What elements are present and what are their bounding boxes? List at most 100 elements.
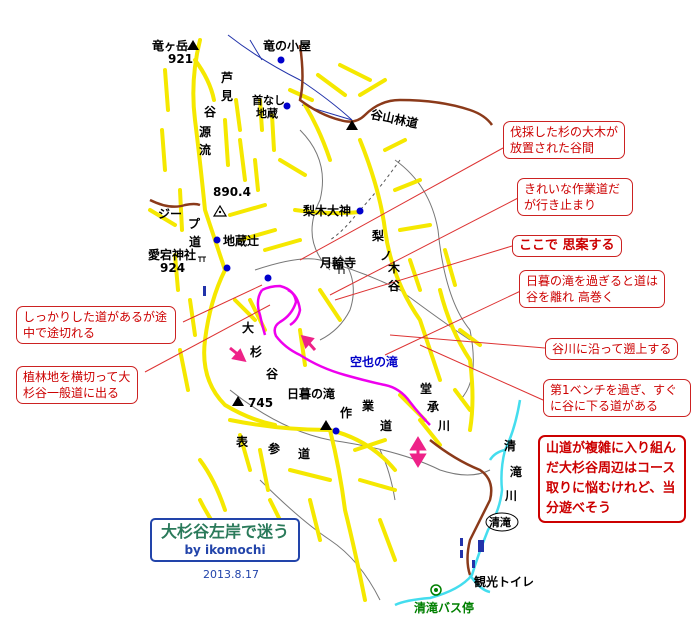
dot-ryunokoya [277, 56, 285, 64]
label-ryunokoya: 竜の小屋 [263, 38, 311, 53]
svg-text:谷: 谷 [388, 278, 401, 293]
dot-route-top [264, 274, 272, 282]
callout-felled-cedar: 伐採した杉の大木が放置された谷間 [503, 121, 625, 159]
callout-dead-end-text: きれいな作業道だが行き止まり [524, 182, 621, 212]
label-omote-sando: 表 参 道 [235, 434, 310, 461]
label-kiyotaki: 清滝 [489, 515, 511, 529]
svg-text:表: 表 [235, 434, 249, 449]
label-taniyama-rindo: 谷山林道 [369, 106, 419, 131]
svg-text:清: 清 [504, 438, 516, 453]
leader-lines [144, 147, 546, 401]
peak-icon-ryugatake [187, 40, 199, 50]
kiyotaki-oval [485, 512, 519, 532]
callout-complex-text: 山道が複雑に入り組んだ大杉谷周辺はコース取りに悩むけれど、当分遊べそう [546, 441, 677, 516]
label-higurashi: 日暮の滝 [287, 386, 335, 401]
callout-leave-valley: 日暮の滝を過ぎると道は 谷を離れ 高巻く [519, 270, 665, 308]
svg-text:承: 承 [427, 400, 439, 414]
callout-thinking-text: ここで 思案する [519, 238, 615, 253]
callout-plantation-text: 植林地を横切って大杉谷一般道に出る [23, 370, 131, 400]
title-main: 大杉谷左岸で迷う [160, 522, 289, 541]
dot-omote [332, 427, 340, 435]
svg-text:木: 木 [387, 260, 401, 275]
svg-text:川: 川 [437, 419, 450, 433]
svg-text:流: 流 [199, 142, 211, 157]
peak-icon-745 [232, 396, 244, 406]
callout-follow-river: 谷川に沿って遡上する [545, 338, 679, 360]
label-atago: 愛宕神社 [148, 247, 196, 262]
hiking-route [261, 284, 431, 426]
bus-stop-icon [430, 584, 442, 596]
title-box: 大杉谷左岸で迷う by ikomochi [150, 518, 300, 562]
callout-thinking: ここで 思案する [512, 235, 622, 257]
svg-text:谷: 谷 [266, 366, 279, 381]
svg-text:滝: 滝 [510, 464, 522, 479]
svg-text:道: 道 [298, 446, 310, 461]
label-ashimidani: 芦 見 谷 源 流 [199, 70, 233, 157]
forest-roads [149, 44, 494, 576]
title-author: by ikomochi [184, 543, 266, 557]
label-jizotsuji: 地蔵辻 [223, 233, 259, 248]
hiking-route-alt [256, 289, 267, 336]
svg-text:川: 川 [504, 489, 517, 503]
svg-text:大: 大 [242, 320, 254, 335]
peak-icon-omote [320, 420, 332, 430]
svg-text:業: 業 [361, 398, 375, 413]
callout-plantation: 植林地を横切って大杉谷一般道に出る [16, 366, 138, 404]
svg-text:プ: プ [188, 216, 201, 231]
dashed-trail [329, 159, 401, 241]
title-date: 2013.8.17 [203, 568, 259, 581]
svg-text:源: 源 [199, 124, 211, 139]
label-peak-890: 890.4 [213, 185, 251, 199]
svg-text:杉: 杉 [250, 344, 262, 359]
callout-trail-ends: しっかりした道があるが途中で途切れる [16, 306, 176, 344]
dot-jizotsuji [213, 236, 221, 244]
callout-dead-end: きれいな作業道だが行き止まり [517, 178, 633, 216]
label-kuya-taki: 空也の滝 [350, 354, 398, 369]
peak-icon-taniyama [346, 120, 358, 130]
yellow-trails [148, 38, 482, 602]
hiking-route-branch [287, 288, 302, 327]
svg-text:作: 作 [340, 405, 352, 420]
direction-arrows [229, 334, 427, 468]
svg-text:道: 道 [189, 234, 201, 249]
temple-icon [333, 264, 345, 274]
label-bus-stop: 清滝バス停 [414, 600, 474, 615]
label-sagyodo: 作 業 道 [340, 398, 392, 433]
label-nashinoki-dani: 梨 ノ 木 谷 [371, 228, 401, 293]
label-ryugatake: 竜ヶ岳 [152, 38, 188, 53]
svg-text:堂: 堂 [420, 381, 432, 396]
dot-nashinoki [356, 207, 364, 215]
triangulation-icon [212, 204, 228, 217]
label-ryugatake-elev: 921 [168, 52, 193, 66]
svg-text:梨: 梨 [371, 228, 384, 243]
callout-bench: 第1ベンチを過ぎ、すぐに谷に下る道がある [543, 379, 691, 417]
label-745: 745 [248, 396, 273, 410]
svg-text:ノ: ノ [380, 249, 392, 263]
trail-markers [203, 286, 484, 568]
label-kiyotakigawa: 清 滝 川 [504, 438, 522, 503]
svg-text:道: 道 [380, 418, 392, 433]
label-jeep-road: ジー プ 道 [158, 207, 201, 249]
location-dots [213, 56, 364, 435]
svg-text:ジー: ジー [158, 207, 182, 221]
label-toilet: 観光トイレ [474, 574, 534, 589]
peak-icons [187, 40, 358, 430]
rivers [394, 399, 522, 607]
svg-text:参: 参 [268, 441, 281, 456]
label-doshogawa: 堂 承 川 [420, 381, 450, 433]
label-kubinashi: 首なし [252, 93, 285, 107]
dot-atago [223, 264, 231, 272]
svg-text:芦: 芦 [221, 70, 233, 85]
label-atago-elev: 924 [160, 261, 185, 275]
label-kubinashi-2: 地蔵 [256, 106, 278, 120]
callout-felled-cedar-text: 伐採した杉の大木が放置された谷間 [510, 125, 619, 155]
dot-kubinashi [283, 102, 291, 110]
callout-trail-ends-text: しっかりした道があるが途中で途切れる [23, 310, 168, 340]
label-nashinoki-daijin: 梨木大神 [302, 203, 351, 218]
callout-complex: 山道が複雑に入り組んだ大杉谷周辺はコース取りに悩むけれど、当分遊べそう [538, 435, 686, 523]
callout-leave-valley-text: 日暮の滝を過ぎると道は 谷を離れ 高巻く [526, 274, 659, 304]
callout-bench-text: 第1ベンチを過ぎ、すぐに谷に下る道がある [550, 383, 678, 413]
svg-text:谷: 谷 [204, 104, 217, 119]
